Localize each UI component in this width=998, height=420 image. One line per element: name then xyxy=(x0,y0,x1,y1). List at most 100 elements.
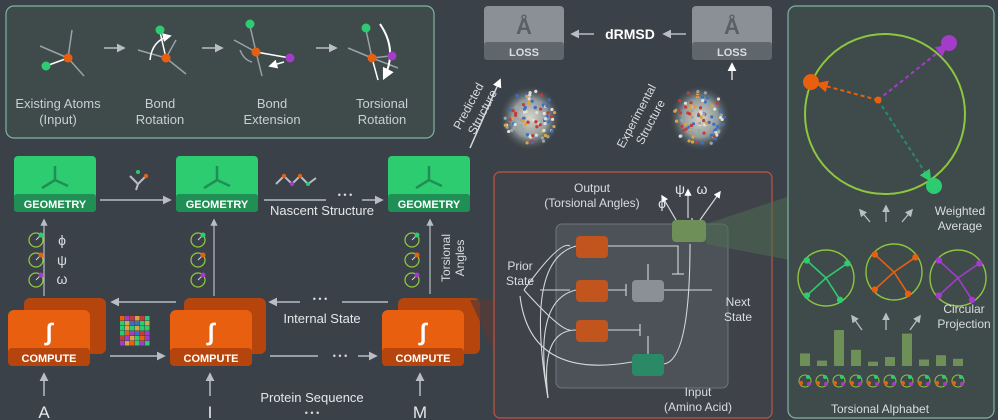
cube-cell xyxy=(125,336,130,341)
input-label: (Amino Acid) xyxy=(664,400,732,414)
protein-atom-dot xyxy=(534,120,538,124)
atom-orange xyxy=(367,53,377,63)
alphabet-glyph xyxy=(832,374,846,388)
protein-atom-dot xyxy=(521,119,525,123)
atom-green xyxy=(361,23,371,33)
cube-cell xyxy=(145,341,150,346)
protein-atom-dot xyxy=(710,115,714,119)
protein-atom-dot xyxy=(546,134,550,139)
projection-spoke xyxy=(807,277,827,295)
compute-unit-2: ∫ COMPUTE xyxy=(170,298,266,366)
center-point xyxy=(874,96,882,104)
protein-atom-dot xyxy=(549,115,553,119)
projection-spoke xyxy=(893,257,915,273)
alphabet-bar xyxy=(936,355,946,366)
protein-atom-dot xyxy=(710,104,714,108)
cube-cell xyxy=(145,331,150,336)
protein-atom-dot xyxy=(682,128,686,132)
protein-atom-dot xyxy=(521,116,526,121)
angle-dial-icon xyxy=(190,232,206,248)
protein-atom-dot xyxy=(547,98,551,102)
geometry-label: GEOMETRY xyxy=(186,199,249,211)
step-label: Bond xyxy=(257,96,287,111)
projection-circle xyxy=(929,249,987,307)
omega-symbol: ω xyxy=(57,271,68,287)
alphabet-glyph-dot xyxy=(799,381,803,385)
cube-cell xyxy=(135,331,140,336)
protein-atom-dot xyxy=(511,109,515,113)
protein-atom-dot xyxy=(541,103,545,107)
protein-atom-dot xyxy=(704,121,708,125)
protein-atom-dot xyxy=(717,129,721,133)
loss-section: Å LOSS dRMSD Å LOSS Predicted Structure … xyxy=(450,6,772,150)
alphabet-glyph-dot xyxy=(960,382,964,386)
alphabet-glyph xyxy=(883,374,897,388)
torsional-alphabet-label: Torsional Alphabet xyxy=(831,402,930,416)
projection-spoke xyxy=(939,277,959,295)
angle-dial-dot xyxy=(38,252,44,258)
protein-atom-dot xyxy=(683,101,688,105)
angle-dial-dot xyxy=(414,272,420,278)
protein-atom-dot xyxy=(547,120,551,124)
projection-spoke xyxy=(875,255,895,273)
predicted-protein-image xyxy=(500,86,560,150)
alphabet-glyph-dot xyxy=(909,382,913,386)
protein-atom-dot xyxy=(521,103,526,107)
projection-point xyxy=(935,292,943,299)
input-residue: M xyxy=(413,403,427,420)
protein-atom-dot xyxy=(678,134,682,138)
cell-state xyxy=(632,280,664,302)
protein-atom-dot xyxy=(515,105,519,109)
alphabet-glyph-dot xyxy=(926,382,930,386)
cube-cell xyxy=(125,321,130,326)
protein-atom-dot xyxy=(705,96,709,100)
protein-atom-dot xyxy=(683,122,688,126)
angle-dial-dot xyxy=(200,272,206,278)
cube-cell xyxy=(135,321,140,326)
step-label: Existing Atoms xyxy=(15,96,101,111)
cube-cell xyxy=(125,326,130,331)
protein-atom-dot xyxy=(699,115,703,119)
protein-atom-dot xyxy=(539,93,544,97)
protein-atom-dot xyxy=(676,108,681,112)
protein-atom-dot xyxy=(530,140,535,145)
cube-cell xyxy=(125,316,130,321)
protein-atom-dot xyxy=(699,111,703,115)
alphabet-bar xyxy=(953,358,963,366)
state-cube-icon xyxy=(120,316,150,346)
alphabet-glyph xyxy=(934,374,948,388)
cube-cell xyxy=(130,336,135,341)
cube-cell xyxy=(130,341,135,346)
cube-cell xyxy=(120,336,125,341)
projection-point xyxy=(803,257,811,264)
cube-cell xyxy=(125,331,130,336)
loss-label: LOSS xyxy=(717,47,747,59)
weighted-average-label: Average xyxy=(938,219,983,233)
protein-atom-dot xyxy=(687,139,691,143)
output-label: Output xyxy=(574,181,611,195)
geometry-unit-3: GEOMETRY xyxy=(388,156,470,212)
protein-atom-dot xyxy=(690,109,694,113)
protein-atom-dot xyxy=(689,101,693,105)
alphabet-glyph-dot xyxy=(806,375,810,379)
protein-atom-dot xyxy=(505,125,509,129)
protein-atom-dot xyxy=(535,125,539,129)
protein-atom-dot xyxy=(526,120,530,124)
drmsd-label: dRMSD xyxy=(605,26,655,42)
alphabet-glyph-dot xyxy=(841,382,845,386)
projection-point xyxy=(836,296,844,304)
protein-atom-dot xyxy=(713,137,717,141)
projection-point xyxy=(904,290,912,298)
protein-atom-dot xyxy=(703,100,707,104)
cube-cell xyxy=(140,336,145,341)
projection-spoke xyxy=(875,271,895,289)
purple-vector xyxy=(877,44,948,101)
alphabet-bar xyxy=(868,361,878,366)
internal-state-label: Internal State xyxy=(283,311,360,326)
cube-cell xyxy=(140,316,145,321)
protein-atom-dot xyxy=(680,124,684,128)
cube-cell xyxy=(135,341,140,346)
protein-atom-dot xyxy=(696,89,700,94)
protein-atom-dot xyxy=(700,141,704,145)
protein-atom-dot xyxy=(513,122,517,127)
